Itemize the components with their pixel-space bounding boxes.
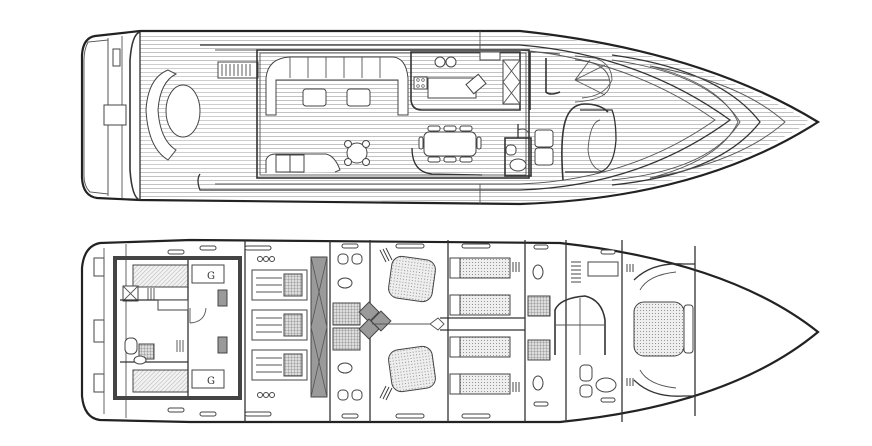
generator-1 xyxy=(191,264,225,284)
aft-oval-table xyxy=(165,84,201,138)
coffee-table-2 xyxy=(346,88,371,107)
saloon xyxy=(256,49,530,179)
engine-1 xyxy=(251,269,308,301)
stair-aft-1 xyxy=(379,247,393,263)
crew-shower xyxy=(138,343,155,360)
guest-berth-2 xyxy=(388,345,436,393)
cooktop xyxy=(413,76,428,90)
saloon-round-table xyxy=(344,140,370,166)
stair-aft-2 xyxy=(379,385,393,401)
guest-berth-3 xyxy=(459,257,511,279)
engine-3 xyxy=(251,349,308,381)
crew-quarters xyxy=(113,256,242,400)
fuel-tank xyxy=(310,256,328,398)
aft-sofa xyxy=(145,69,178,161)
crew-berth-2 xyxy=(132,369,189,393)
guest-berth-4 xyxy=(459,294,511,316)
guest-berth-1 xyxy=(388,255,436,303)
lower-spiral-stair xyxy=(554,295,606,355)
lower-deck-plan: G G xyxy=(80,238,820,424)
helm-seat-2 xyxy=(534,147,554,166)
crew-ladder xyxy=(147,288,184,352)
spiral-stair xyxy=(574,59,611,103)
portholes xyxy=(167,243,616,419)
service-stair xyxy=(571,261,581,283)
saloon-sofa xyxy=(265,56,409,116)
basin xyxy=(505,144,517,156)
engine-2 xyxy=(251,309,308,341)
engine-room xyxy=(244,240,331,422)
helm-seat-1 xyxy=(534,129,554,148)
crew-berth-1 xyxy=(132,264,189,288)
galley-fridge xyxy=(502,59,521,105)
main-deck-plan xyxy=(80,29,821,206)
shower-aft-2 xyxy=(332,327,361,351)
master-bed xyxy=(633,301,685,357)
guest-berth-6 xyxy=(459,373,511,395)
master-headboard xyxy=(683,304,694,354)
helm-console xyxy=(561,103,609,181)
swim-platform xyxy=(83,39,109,195)
shower-mid-2 xyxy=(527,339,551,361)
generator-2-label: G xyxy=(207,376,215,387)
dining-table xyxy=(418,125,482,163)
toilet xyxy=(509,158,527,172)
transom-locker xyxy=(112,48,121,67)
galley xyxy=(410,51,521,111)
coffee-table-1 xyxy=(302,88,327,107)
foredeck-sunpad xyxy=(649,65,786,179)
generator-2 xyxy=(191,369,225,389)
generator-1-label: G xyxy=(207,271,215,282)
shower-mid-1 xyxy=(527,295,551,317)
guest-berth-5 xyxy=(459,336,511,358)
transom-gate xyxy=(103,104,127,126)
shower-aft-1 xyxy=(332,302,361,326)
